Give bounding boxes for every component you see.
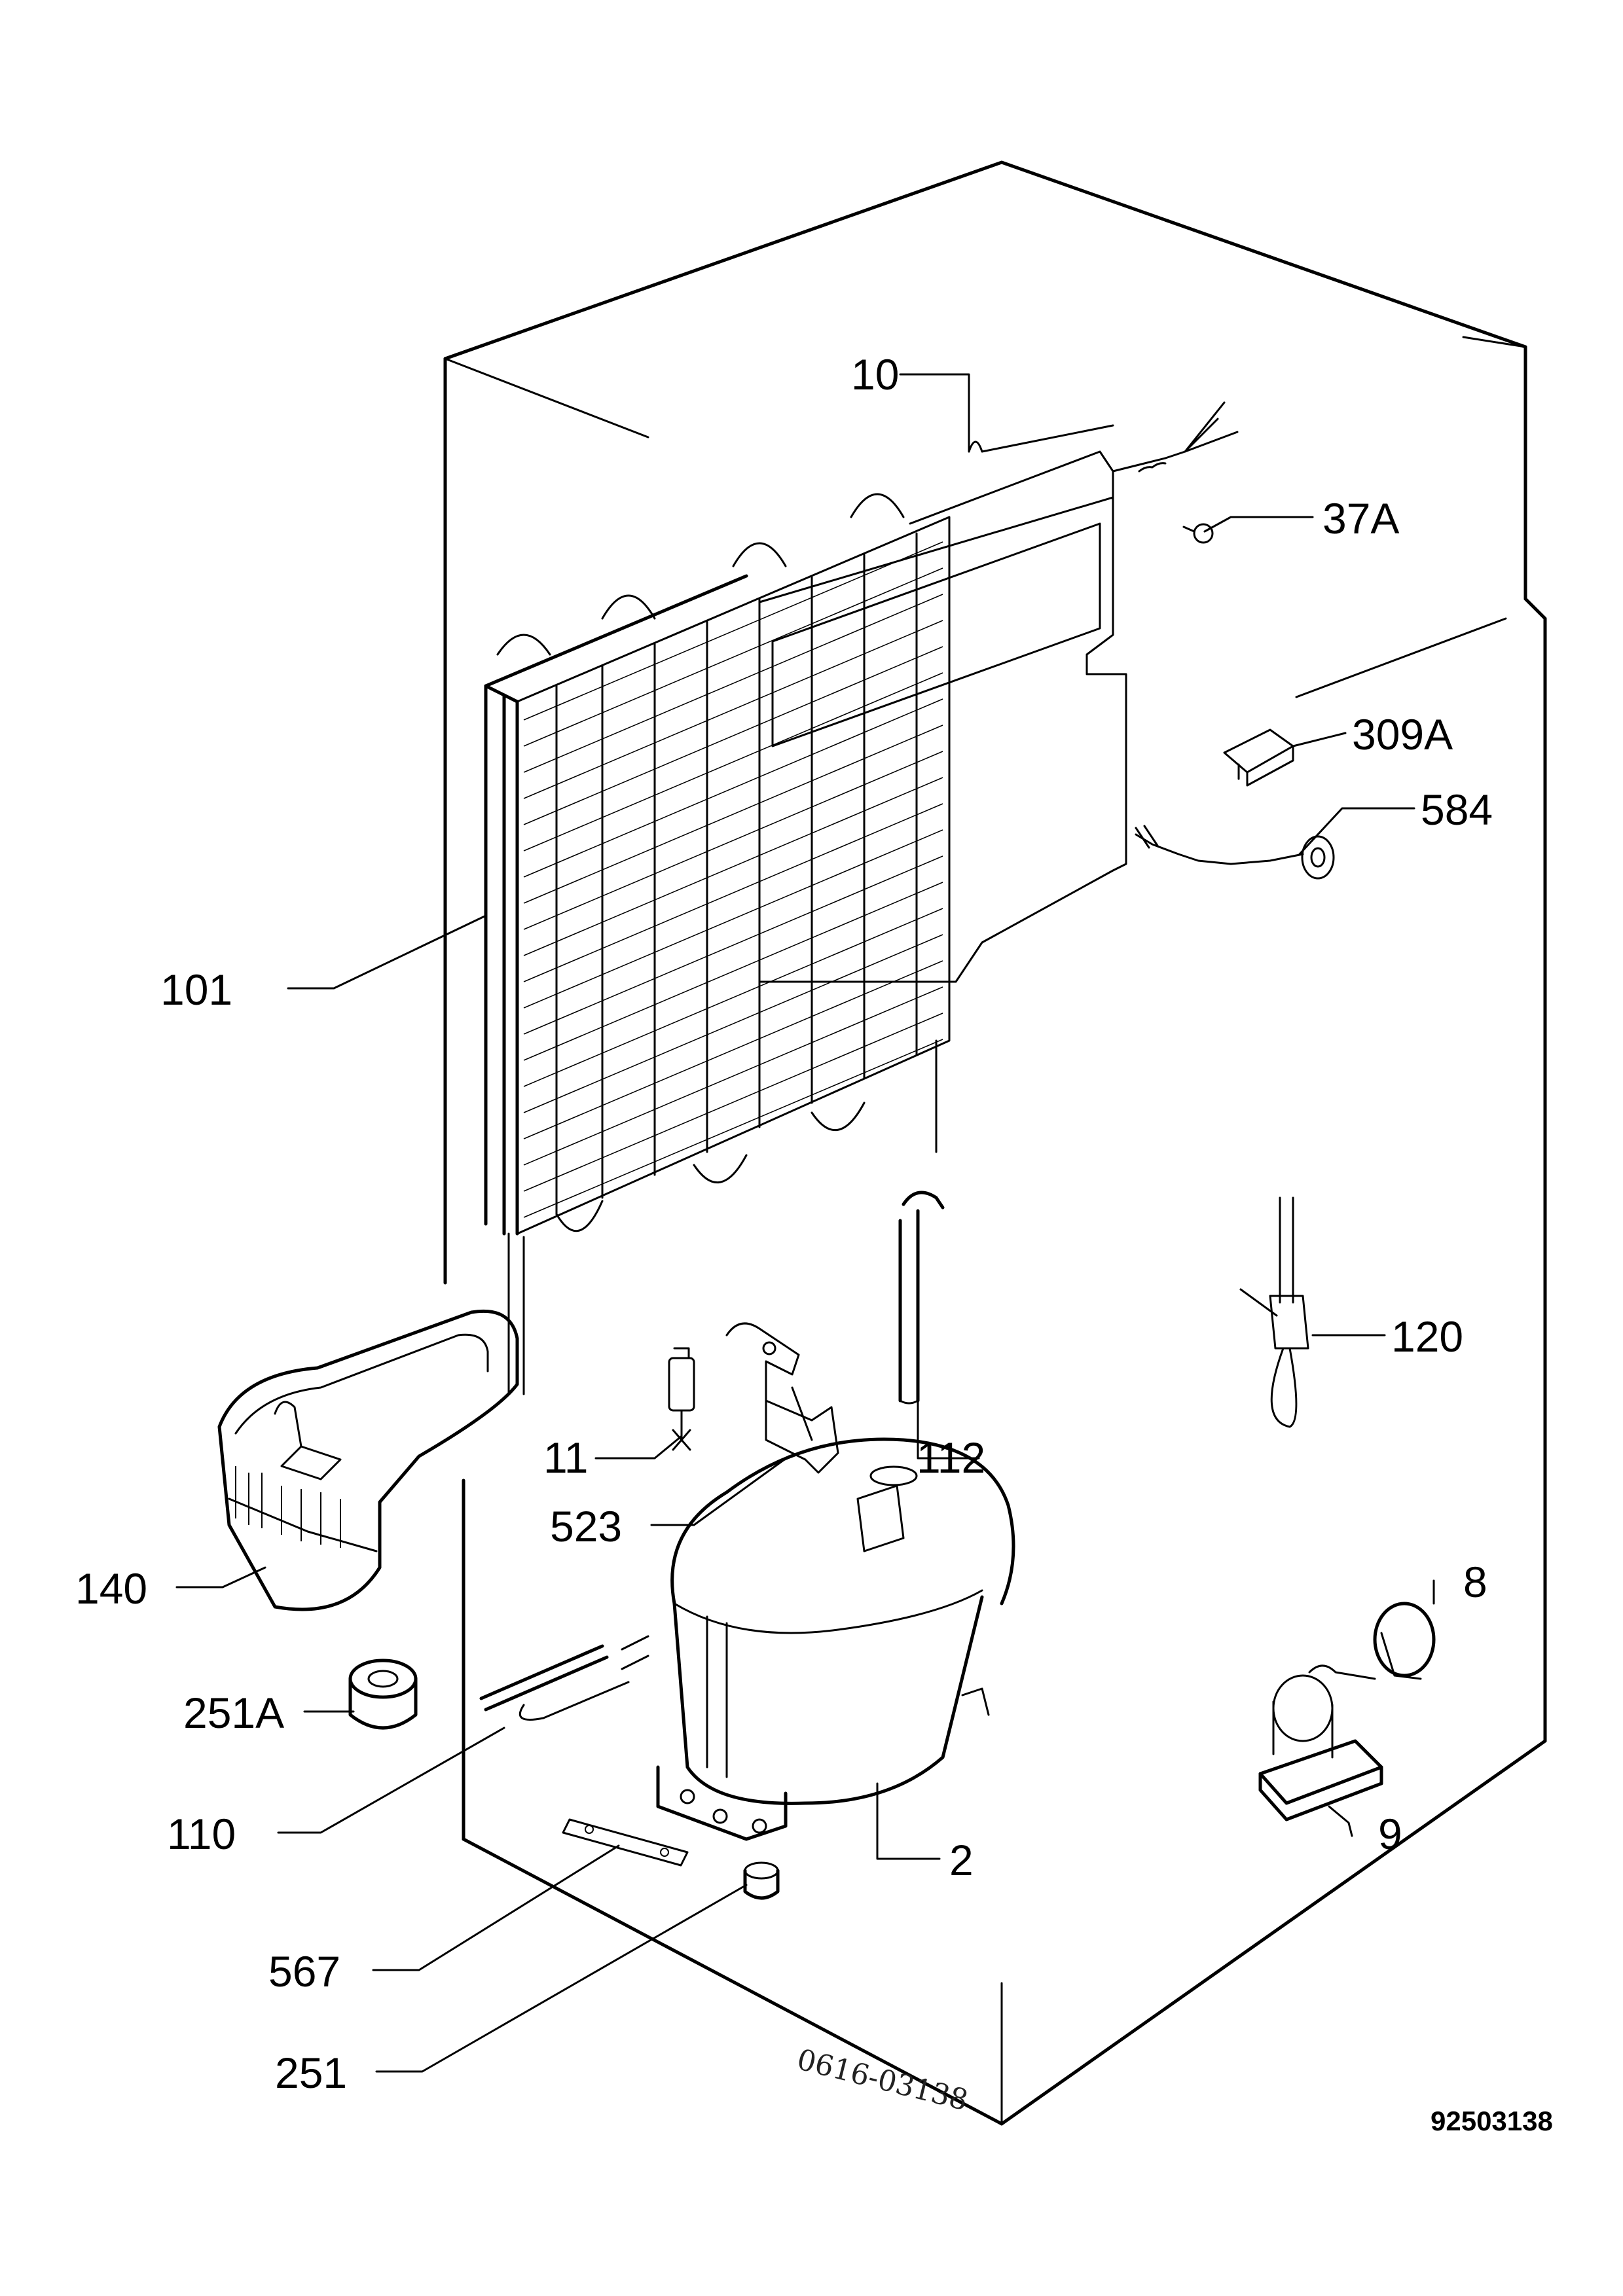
callout-523: 523 — [550, 1502, 622, 1551]
handwritten-reference: 0616-03138 — [793, 2043, 971, 2117]
motor-protector-part-8 — [1308, 1602, 1436, 1680]
mounting-plate-part-567 — [562, 1818, 689, 1867]
callout-120: 120 — [1391, 1312, 1463, 1361]
callout-37A: 37A — [1322, 494, 1399, 543]
plug-part-37A — [1182, 523, 1214, 544]
leader-lines — [175, 373, 1435, 2073]
drawing-number: 92503138 — [1431, 2106, 1553, 2136]
callout-10: 10 — [851, 350, 899, 399]
power-cable-part-10 — [1112, 401, 1239, 473]
callout-567: 567 — [268, 1947, 340, 1996]
filter-drier-part-110 — [479, 1644, 630, 1721]
cover-part-309A — [1223, 728, 1294, 787]
grommet-part-251A — [348, 1659, 418, 1730]
callout-11: 11 — [543, 1433, 589, 1482]
bracket-part-523 — [725, 1322, 839, 1474]
drip-tray-part-140 — [217, 1309, 519, 1611]
callout-251: 251 — [275, 2049, 347, 2097]
callout-101: 101 — [160, 965, 232, 1014]
relay-part-11 — [668, 1347, 695, 1451]
earth-lead-part-584 — [1135, 825, 1335, 880]
thermostat-part-120 — [1239, 1196, 1309, 1428]
condenser-coil — [484, 424, 1127, 1395]
callout-labels: 10 37A 309A 584 101 120 11 112 523 140 8… — [75, 350, 1493, 2097]
drain-hose-part-112 — [898, 1191, 945, 1405]
callout-112: 112 — [917, 1433, 985, 1482]
callout-2: 2 — [949, 1836, 974, 1884]
callout-8: 8 — [1463, 1558, 1487, 1606]
callout-110: 110 — [167, 1810, 236, 1858]
start-relay-part-9 — [1258, 1674, 1383, 1821]
cabinet-outline — [443, 160, 1547, 2126]
callout-140: 140 — [75, 1564, 147, 1613]
callout-584: 584 — [1421, 785, 1493, 834]
callout-309A: 309A — [1352, 710, 1453, 759]
rubber-foot-part-251 — [743, 1861, 780, 1900]
callout-9: 9 — [1378, 1810, 1402, 1858]
callout-251A: 251A — [183, 1689, 284, 1737]
compressor-part-2 — [621, 1437, 1015, 1841]
